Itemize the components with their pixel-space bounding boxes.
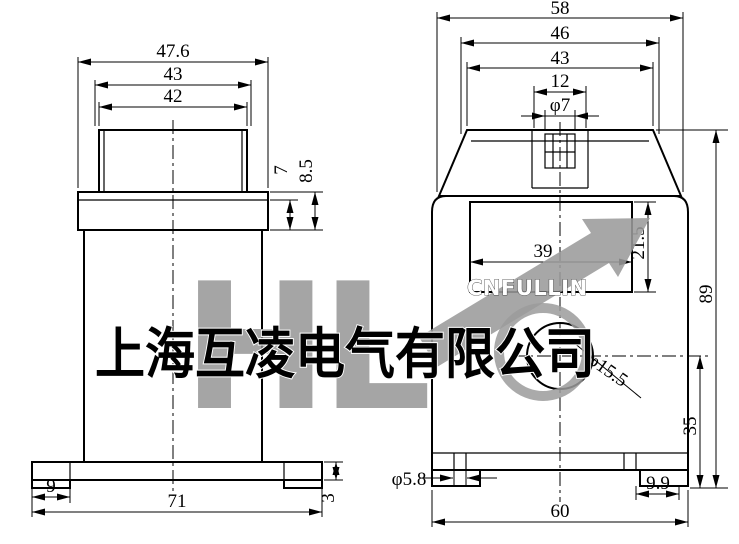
- left-view: 47.6 43 42 7 8.5 9 71 3: [31, 41, 343, 517]
- right-foot-right: [639, 469, 689, 487]
- dim-left-foot-width: 9: [46, 476, 56, 497]
- right-cap: [437, 129, 683, 197]
- dim-terminal-hole-dia: φ7: [550, 95, 570, 116]
- right-view: 58 46 43 12 φ7 39 21.5 89 φ15.5 35 φ5.8 …: [392, 0, 728, 527]
- dim-right-cap-width: 46: [551, 23, 570, 44]
- dim-left-step-height: 7: [271, 165, 292, 175]
- dim-left-base-thickness: 3: [318, 493, 339, 503]
- dim-overall-height: 89: [696, 285, 717, 304]
- dim-left-cap-width-outer: 47.6: [156, 41, 189, 62]
- dim-right-base-width: 60: [551, 501, 570, 522]
- dim-left-cap-width-mid: 43: [164, 64, 183, 85]
- left-foot-right: [283, 479, 323, 489]
- dim-mount-slot-offset: 9.9: [646, 473, 670, 494]
- left-view-dimensions: 47.6 43 42 7 8.5 9 71 3: [31, 41, 343, 517]
- watermark-company-name: 上海互凌电气有限公司: [95, 322, 595, 386]
- watermark-brand-text: CNFULLIN: [467, 276, 588, 300]
- dim-hole-to-base: 35: [680, 417, 701, 436]
- dim-right-cap-top-width: 43: [551, 48, 570, 69]
- dim-left-base-width: 71: [168, 491, 187, 512]
- watermark-arrow: [419, 218, 650, 367]
- dim-terminal-slot-width: 12: [551, 71, 570, 92]
- right-view-outline: [431, 122, 708, 502]
- watermark-ring: [494, 303, 592, 401]
- dim-window-width: 39: [534, 241, 553, 262]
- dim-mount-slot-dia: φ5.8: [392, 469, 427, 490]
- watermark-logo-letters: HL: [182, 247, 427, 450]
- left-view-outline: [31, 120, 323, 496]
- dim-left-flange-height: 8.5: [296, 159, 317, 183]
- watermark: HL CNFULLIN 上海互凌电气有限公司: [94, 218, 650, 450]
- dim-left-cap-width-inner: 42: [164, 86, 183, 107]
- left-base: [31, 461, 323, 481]
- dim-right-top-overall: 58: [551, 0, 570, 19]
